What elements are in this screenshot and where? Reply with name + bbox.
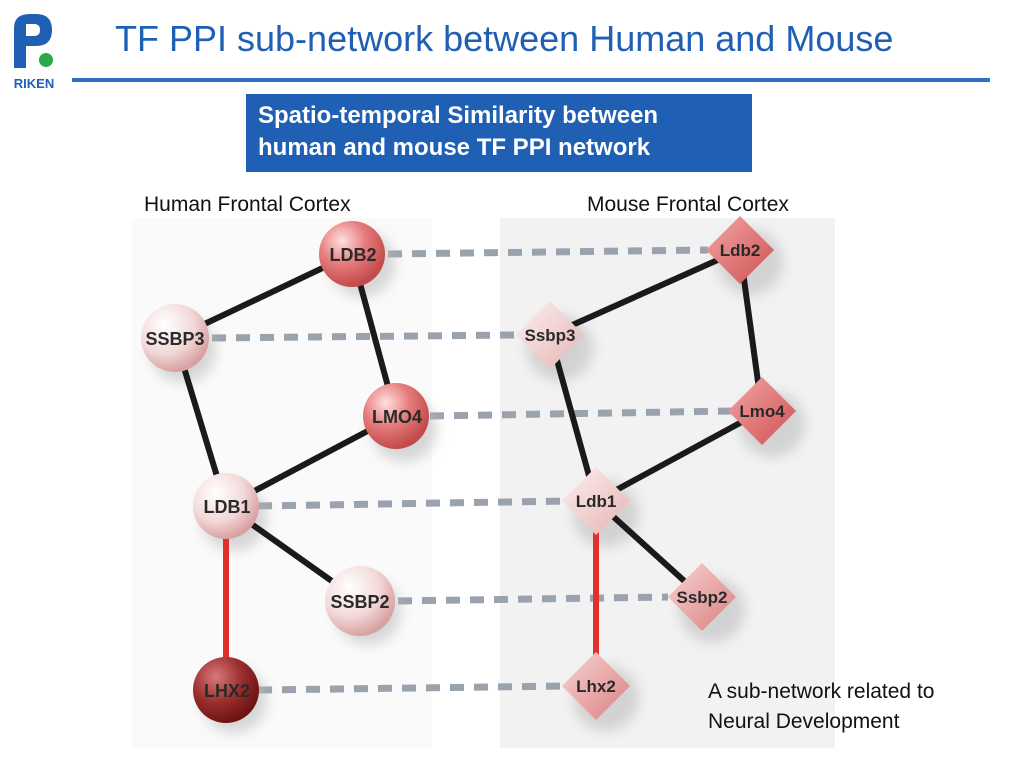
- node-label-SSBP3: SSBP3: [145, 329, 204, 349]
- node-label-LDB1: LDB1: [203, 497, 250, 517]
- node-label-Ssbp3: Ssbp3: [524, 326, 575, 345]
- node-label-Ssbp2: Ssbp2: [676, 588, 727, 607]
- logo-text: RIKEN: [14, 76, 54, 91]
- node-LHX2: LHX2: [193, 657, 259, 723]
- callout-box: Spatio-temporal Similarity between human…: [246, 94, 752, 172]
- node-LDB2: LDB2: [319, 221, 385, 287]
- human-panel-background: [132, 218, 432, 748]
- riken-logo: RIKEN: [14, 14, 54, 91]
- ortholog-link-lhx2: [257, 682, 568, 694]
- node-Ssbp2: Ssbp2: [668, 563, 736, 631]
- node-label-Lhx2: Lhx2: [576, 677, 616, 696]
- node-Lmo4: Lmo4: [728, 377, 796, 445]
- node-label-SSBP2: SSBP2: [330, 592, 389, 612]
- subnetwork-note: A sub-network related to Neural Developm…: [708, 677, 934, 737]
- node-label-LHX2: LHX2: [204, 681, 250, 701]
- ortholog-links: [211, 246, 733, 694]
- node-Ssbp3: Ssbp3: [516, 301, 584, 369]
- node-LDB1: LDB1: [193, 473, 259, 539]
- node-SSBP3: SSBP3: [141, 304, 209, 372]
- ortholog-link-ldb1: [257, 497, 568, 510]
- node-label-Ldb2: Ldb2: [720, 241, 761, 260]
- note-line-1: A sub-network related to: [708, 680, 935, 703]
- node-Ldb2: Ldb2: [706, 216, 774, 284]
- node-label-LMO4: LMO4: [372, 407, 422, 427]
- title-divider: [72, 78, 990, 82]
- callout-line-2: human and mouse TF PPI network: [258, 134, 651, 161]
- note-line-2: Neural Development: [708, 710, 900, 733]
- node-Ldb1: Ldb1: [562, 467, 630, 535]
- node-SSBP2: SSBP2: [325, 566, 395, 636]
- human-network-label: Human Frontal Cortex: [144, 193, 351, 216]
- ortholog-link-ssbp2: [397, 593, 669, 605]
- ortholog-link-lmo4: [429, 407, 733, 420]
- ortholog-link-ldb2: [387, 246, 709, 258]
- edge-Ldb2-Ssbp3: [547, 247, 743, 338]
- edge-Lmo4-Ldb1: [593, 408, 765, 504]
- callout-line-1: Spatio-temporal Similarity between: [258, 102, 659, 129]
- node-label-Ldb1: Ldb1: [576, 492, 617, 511]
- mouse-panel-background: [500, 218, 835, 748]
- edge-Ssbp3-Ldb1: [547, 332, 599, 504]
- node-LMO4: LMO4: [363, 383, 429, 449]
- ortholog-link-ssbp3: [211, 331, 516, 342]
- node-label-Lmo4: Lmo4: [739, 402, 785, 421]
- node-label-LDB2: LDB2: [329, 245, 376, 265]
- page-title: TF PPI sub-network between Human and Mou…: [115, 18, 894, 59]
- mouse-network-label: Mouse Frontal Cortex: [587, 193, 789, 216]
- node-Lhx2: Lhx2: [562, 652, 630, 720]
